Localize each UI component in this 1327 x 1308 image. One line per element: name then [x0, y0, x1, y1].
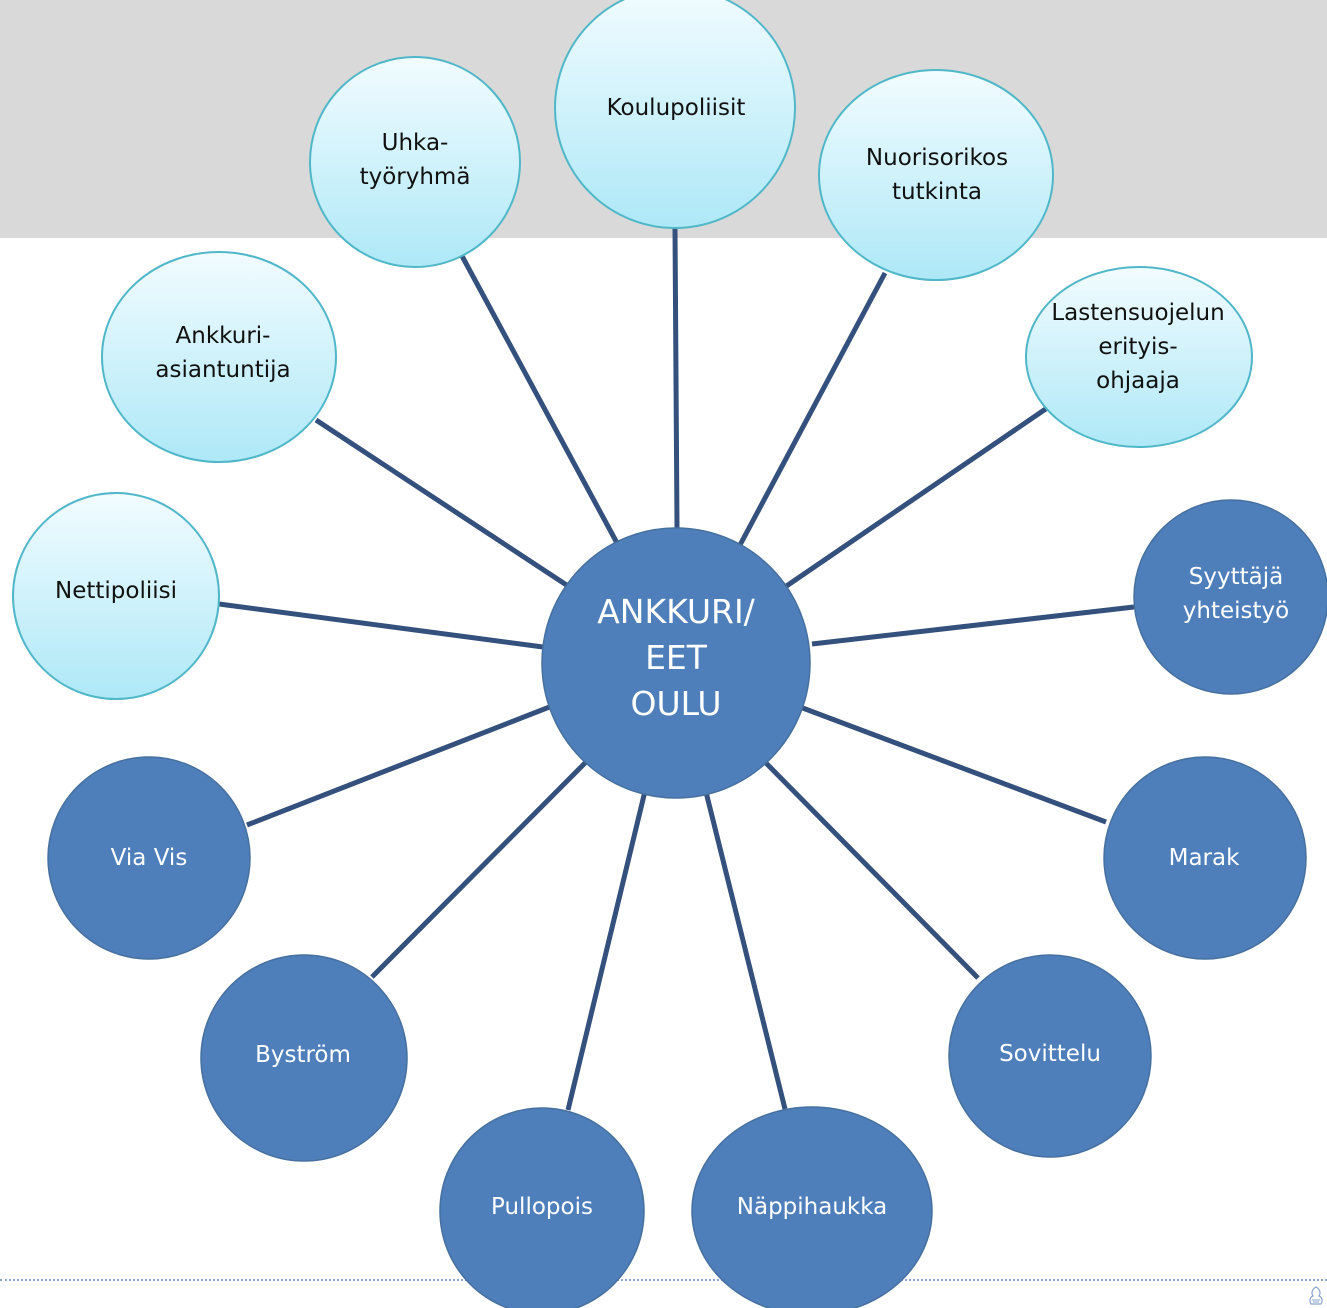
connector-lines	[218, 227, 1135, 1111]
connector-marak	[799, 704, 1107, 825]
node-pullopois	[439, 1107, 645, 1308]
connector-koulupoliisit	[672, 227, 680, 529]
node-marak	[1103, 756, 1307, 960]
connector-via-vis	[246, 703, 553, 828]
node-via-vis	[47, 756, 251, 960]
connector-pullopois	[565, 786, 649, 1111]
node-koulupoliisit	[554, 0, 796, 229]
connector-bystrom	[370, 758, 590, 979]
connector-lastensuojelun-erityisohjaaja	[783, 403, 1052, 590]
node-lastensuojelun-erityisohjaaja	[1025, 266, 1253, 448]
node-circles	[12, 0, 1327, 1308]
hub-ankkuri-eet-oulu	[541, 527, 811, 799]
connector-sovittelu	[763, 760, 980, 980]
node-nappihaukka	[691, 1106, 933, 1308]
connector-nuorisorikos-tutkinta	[737, 271, 888, 547]
logo-mark-icon	[1309, 1286, 1323, 1305]
connector-nappihaukka	[703, 791, 788, 1110]
node-nettipoliisi	[12, 492, 220, 700]
node-bystrom	[200, 954, 408, 1162]
node-ankkuri-asiantuntija	[101, 251, 337, 463]
node-nuorisorikos-tutkinta	[818, 69, 1054, 281]
connector-syyttaja-yhteistyo	[811, 604, 1135, 647]
connector-uhka-tyoryhma	[459, 254, 620, 545]
node-uhka-tyoryhma	[309, 56, 521, 268]
node-sovittelu	[948, 954, 1152, 1158]
footer-dotted-rule	[0, 1279, 1327, 1281]
connector-nettipoliisi	[218, 601, 544, 650]
connector-ankkuri-asiantuntija	[314, 417, 570, 589]
node-syyttaja-yhteistyo	[1133, 499, 1327, 695]
